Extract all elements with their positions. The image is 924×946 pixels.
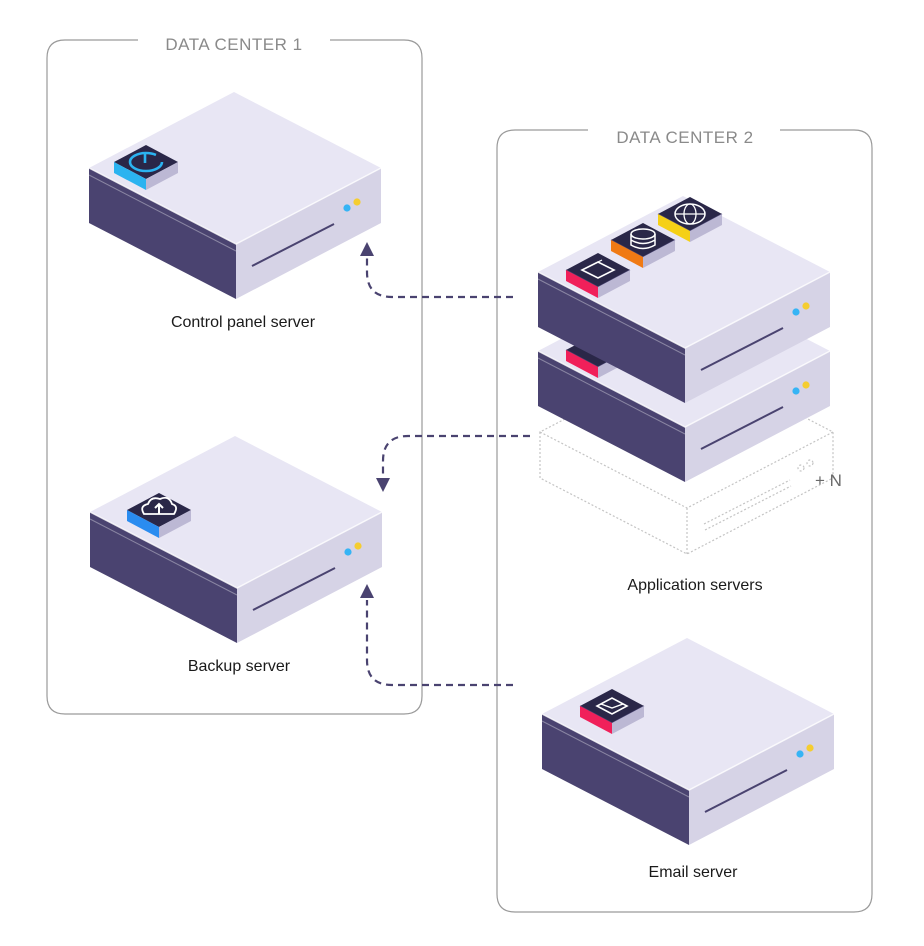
arrowhead-backup-top	[376, 478, 390, 492]
control-panel-server: Control panel server	[88, 91, 382, 331]
application-servers: + N	[537, 195, 842, 594]
envelope-icon	[579, 688, 645, 735]
connector-email-to-backup	[365, 600, 513, 687]
browser-window-icon	[565, 252, 631, 299]
data-center-2-title: DATA CENTER 2	[616, 128, 753, 147]
scale-note: + N	[815, 471, 842, 490]
arrowhead-backup-bottom	[360, 584, 374, 598]
connector-app-to-backup	[381, 434, 530, 476]
globe-icon	[657, 196, 723, 243]
data-center-1-title: DATA CENTER 1	[165, 35, 302, 54]
power-refresh-icon	[114, 145, 178, 190]
backup-server-label: Backup server	[188, 658, 291, 675]
backup-server: Backup server	[89, 435, 383, 675]
email-server-label: Email server	[649, 864, 739, 881]
cloud-upload-icon	[127, 493, 191, 538]
arrowheads	[360, 242, 390, 598]
connector-app-to-control	[365, 256, 513, 299]
control-panel-server-label: Control panel server	[171, 314, 316, 331]
database-icon	[610, 222, 676, 269]
connectors	[365, 256, 530, 687]
email-server: Email server	[541, 637, 835, 881]
data-center-2-frame: DATA CENTER 2	[496, 128, 873, 913]
application-server-upper	[537, 195, 831, 404]
ghost-server	[538, 355, 835, 555]
application-servers-label: Application servers	[627, 577, 762, 594]
application-server-lower	[537, 274, 831, 483]
arrowhead-control	[360, 242, 374, 256]
data-center-1-frame: DATA CENTER 1	[46, 35, 423, 715]
